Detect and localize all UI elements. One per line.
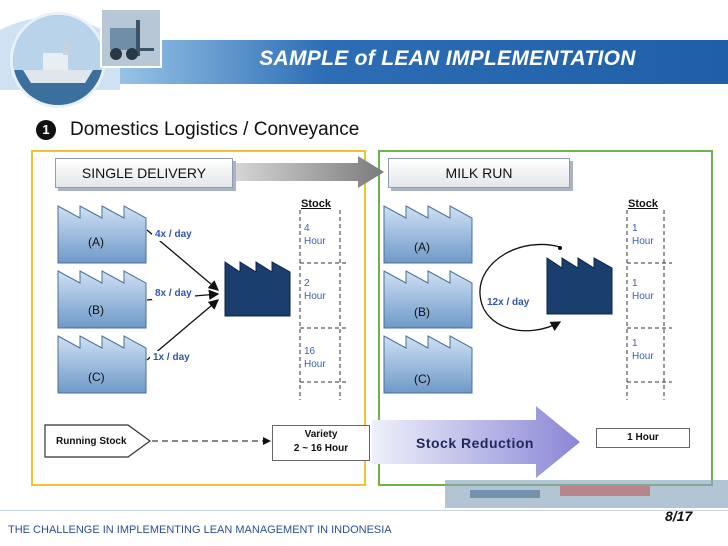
- left-factory-label-a: (A): [88, 235, 104, 249]
- milk-run-tab: MILK RUN: [388, 158, 570, 188]
- left-stock-num-b: 2: [304, 278, 310, 289]
- left-stock-num-c: 16: [304, 346, 316, 357]
- forklift-photo: [100, 8, 162, 68]
- left-stock-header: Stock: [301, 198, 331, 210]
- right-stock-num-b: 1: [632, 278, 638, 289]
- frequency-label-b: 8x / day: [152, 287, 195, 300]
- factory-icon-c-right: [383, 335, 473, 394]
- right-factory-label-b: (B): [414, 305, 430, 319]
- delivery-arrow-c: [146, 299, 219, 361]
- header-banner: SAMPLE of LEAN IMPLEMENTATION: [0, 0, 728, 108]
- ship-photo: [10, 12, 106, 108]
- running-stock-pentagon: [44, 424, 152, 458]
- footer-divider: [0, 510, 728, 511]
- right-stock-unit-c: Hour: [632, 351, 654, 362]
- factory-icon-c-left: [57, 335, 147, 394]
- left-factory-label-b: (B): [88, 303, 104, 317]
- assembly-plant-icon-left: [224, 261, 291, 317]
- left-stock-unit-c: Hour: [304, 359, 326, 370]
- single-delivery-tab: SINGLE DELIVERY: [55, 158, 233, 188]
- frequency-label-a: 4x / day: [152, 228, 195, 241]
- milk-run-frequency: 12x / day: [484, 296, 533, 309]
- frequency-label-c: 1x / day: [150, 351, 193, 364]
- right-stock-num-c: 1: [632, 338, 638, 349]
- variety-box: Variety 2 ~ 16 Hour: [272, 425, 370, 461]
- running-stock-label: Running Stock: [56, 436, 127, 447]
- left-factory-label-c: (C): [88, 370, 105, 384]
- right-stock-header: Stock: [628, 198, 658, 210]
- footer-text: THE CHALLENGE IN IMPLEMENTING LEAN MANAG…: [8, 524, 392, 536]
- factory-icon-a-left: [57, 205, 147, 264]
- right-factory-label-a: (A): [414, 240, 430, 254]
- numbered-bullet: 1: [36, 120, 56, 140]
- result-hour-box: 1 Hour: [596, 428, 690, 448]
- transition-arrow-icon: [236, 156, 384, 188]
- assembly-plant-icon-right: [546, 257, 613, 315]
- stock-reduction-arrow-icon: [372, 406, 580, 478]
- factory-icon-b-left: [57, 270, 147, 329]
- left-stock-num-a: 4: [304, 223, 310, 234]
- page-title: SAMPLE of LEAN IMPLEMENTATION: [259, 47, 636, 70]
- milk-run-loop-arrow: [479, 243, 562, 332]
- left-stock-unit-b: Hour: [304, 291, 326, 302]
- right-stock-unit-a: Hour: [632, 236, 654, 247]
- stock-reduction-label: Stock Reduction: [416, 435, 534, 451]
- section-heading: 1 Domestics Logistics / Conveyance: [36, 119, 359, 141]
- page-number: 8/17: [665, 508, 693, 524]
- section-heading-text: Domestics Logistics / Conveyance: [70, 119, 360, 140]
- factory-icon-b-right: [383, 270, 473, 329]
- variety-value: 2 ~ 16 Hour: [293, 443, 349, 454]
- variety-label: Variety: [304, 429, 338, 440]
- left-stock-unit-a: Hour: [304, 236, 326, 247]
- right-stock-unit-b: Hour: [632, 291, 654, 302]
- right-factory-label-c: (C): [414, 372, 431, 386]
- factory-icon-a-right: [383, 205, 473, 264]
- right-stock-num-a: 1: [632, 223, 638, 234]
